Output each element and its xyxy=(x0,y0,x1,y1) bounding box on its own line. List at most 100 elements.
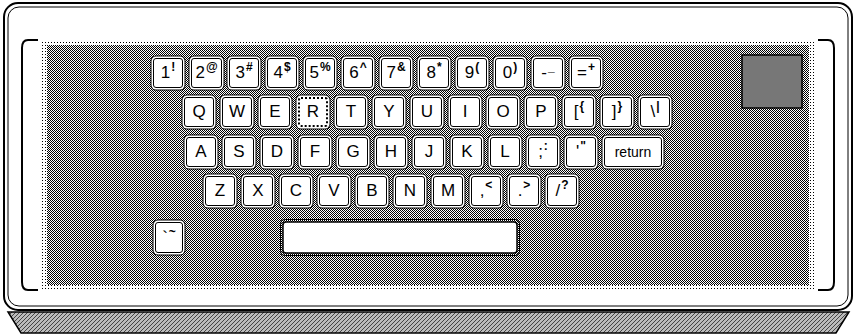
key-legend: A xyxy=(195,143,206,161)
key-legend: S xyxy=(233,143,244,161)
key-legend: 3 xyxy=(235,64,244,82)
key-legend: H xyxy=(385,143,397,161)
key-cap: -_ xyxy=(533,58,563,88)
key-legend: " xyxy=(580,140,586,152)
key-legend-group: F xyxy=(310,143,320,161)
key-legend: G xyxy=(346,143,359,161)
key-legend: } xyxy=(618,100,623,112)
key-legend-group: '" xyxy=(576,143,586,161)
key-legend: $ xyxy=(284,61,291,73)
space-bar-rim xyxy=(281,220,520,256)
key-legend-group: `~ xyxy=(162,229,176,247)
key-legend-group: B xyxy=(366,182,377,200)
key-legend: @ xyxy=(206,61,218,73)
key-legend: ` xyxy=(162,229,168,247)
key-legend: F xyxy=(310,143,320,161)
key-legend-group: /? xyxy=(555,182,568,200)
key-legend-group: return xyxy=(615,143,652,161)
key-legend: K xyxy=(461,143,472,161)
keyboard-base xyxy=(8,312,849,333)
key-legend: M xyxy=(441,182,455,200)
key-legend: O xyxy=(496,103,509,121)
key-legend: - xyxy=(541,64,547,82)
key-legend-group: Y xyxy=(383,103,394,121)
key-legend: C xyxy=(290,182,302,200)
key-cap: A xyxy=(186,137,216,167)
key-legend: U xyxy=(421,103,433,121)
key-legend: 1 xyxy=(161,64,170,82)
key-legend: ( xyxy=(475,61,479,73)
key-legend: . xyxy=(518,182,523,200)
key-cap: C xyxy=(281,176,311,206)
key-legend-group: \| xyxy=(650,103,659,121)
key-legend: return xyxy=(615,143,652,161)
key-legend: ] xyxy=(612,103,617,121)
bracket-right xyxy=(818,40,834,290)
key-legend-group: H xyxy=(385,143,397,161)
key-cap: M xyxy=(433,176,463,206)
key-legend-group: W xyxy=(229,103,245,121)
key-legend-group: 5% xyxy=(309,64,330,82)
bracket-left xyxy=(22,40,38,290)
key-cap: 5% xyxy=(305,58,335,88)
key-cap: 7& xyxy=(381,58,411,88)
key-legend-group: 2@ xyxy=(195,64,217,82)
key-legend: 9 xyxy=(465,64,474,82)
key-cap: S xyxy=(224,137,254,167)
key-legend-group: Z xyxy=(215,182,225,200)
key-cap: 9( xyxy=(457,58,487,88)
key-legend-group: J xyxy=(425,143,434,161)
key-legend-group: R xyxy=(307,103,319,121)
key-cap: =+ xyxy=(571,58,601,88)
key-legend: 6 xyxy=(349,64,358,82)
key-legend: + xyxy=(588,61,595,73)
key-legend: B xyxy=(366,182,377,200)
key-cap: '" xyxy=(566,137,596,167)
key-legend-group: I xyxy=(463,103,468,121)
key-cap: P xyxy=(526,97,556,127)
panel-border xyxy=(42,40,814,290)
key-legend-group: 1! xyxy=(161,64,175,82)
key-legend-group: C xyxy=(290,182,302,200)
key-cap: V xyxy=(319,176,349,206)
key-legend-group: 9( xyxy=(465,64,479,82)
key-legend-group: O xyxy=(496,103,509,121)
key-legend-group: K xyxy=(461,143,472,161)
key-legend-group: 0) xyxy=(503,64,517,82)
key-cap: F xyxy=(300,137,330,167)
key-cap: W xyxy=(222,97,252,127)
key-cap: E xyxy=(260,97,290,127)
key-legend: _ xyxy=(548,61,555,73)
key-legend-group: 6^ xyxy=(349,64,366,82)
key-legend: 2 xyxy=(195,64,204,82)
key-legend: P xyxy=(535,103,546,121)
key-cap: ,< xyxy=(471,176,501,206)
key-cap: 3# xyxy=(229,58,259,88)
key-cap: H xyxy=(376,137,406,167)
key-legend: * xyxy=(437,61,442,73)
key-legend-group: S xyxy=(233,143,244,161)
key-legend: ^ xyxy=(360,61,367,73)
key-legend-group: X xyxy=(252,182,263,200)
key-legend: 4 xyxy=(273,64,282,82)
key-legend: : xyxy=(544,140,548,152)
key-legend: W xyxy=(229,103,245,121)
key-legend-group: -_ xyxy=(541,64,554,82)
key-legend: ? xyxy=(561,179,568,191)
status-square xyxy=(742,55,802,108)
key-legend: X xyxy=(252,182,263,200)
key-cap: \| xyxy=(640,97,670,127)
key-legend: , xyxy=(480,182,485,200)
key-legend: D xyxy=(271,143,283,161)
key-legend-group: 3# xyxy=(235,64,252,82)
key-legend: V xyxy=(328,182,339,200)
key-cap: ]} xyxy=(602,97,632,127)
key-cap: `~ xyxy=(155,222,183,253)
key-cap: 6^ xyxy=(343,58,373,88)
key-legend: Q xyxy=(192,103,205,121)
key-cap: T xyxy=(336,97,366,127)
key-cap: 2@ xyxy=(191,58,222,88)
key-legend-group: E xyxy=(269,103,280,121)
